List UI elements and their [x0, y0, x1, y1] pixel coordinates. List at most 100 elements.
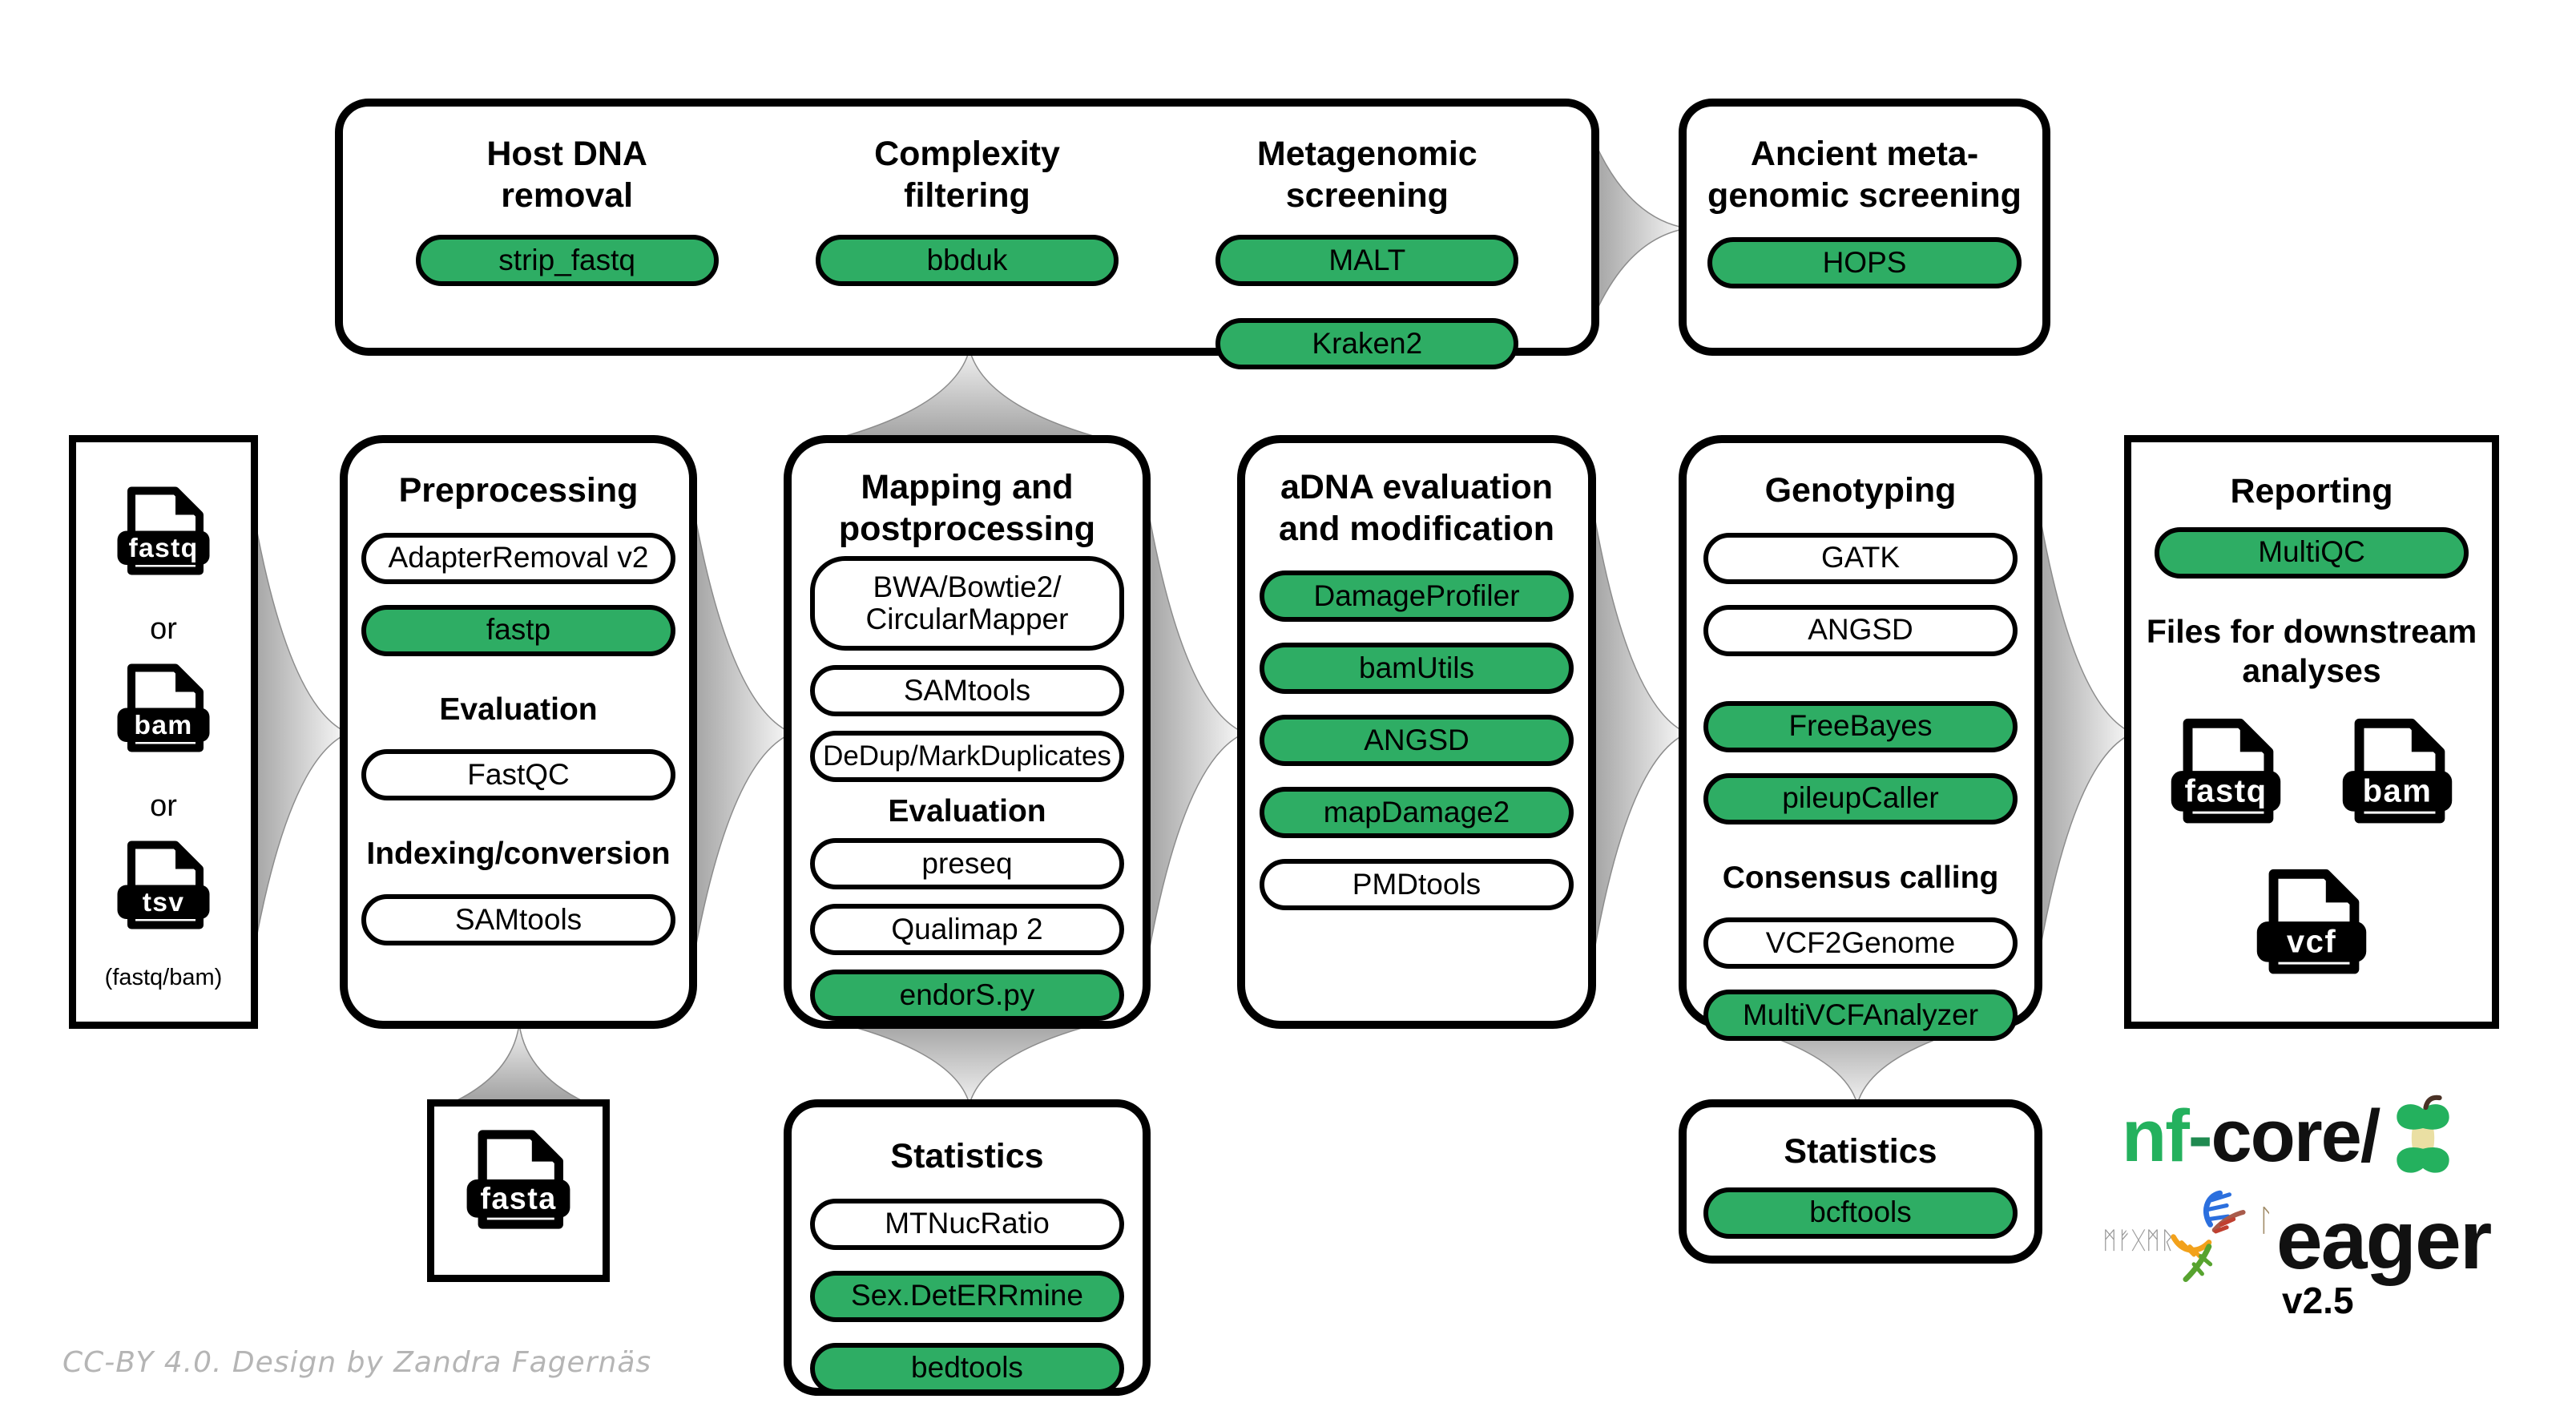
downstream-files-row: fastq bam: [2155, 712, 2469, 854]
input-caption: (fastq/bam): [104, 965, 223, 990]
flow-arrow-preprocessing-to-mapping: [685, 457, 792, 1010]
flow-arrow-mapping-to-statistics: [809, 1016, 1130, 1104]
title-line: Metagenomic: [1256, 135, 1477, 173]
title-line: aDNA evaluation: [1280, 468, 1554, 506]
section-heading-consensus-calling: Consensus calling: [1722, 860, 1999, 895]
vcf-file-icon: vcf: [2256, 869, 2367, 974]
tool-bwa-bowtie2-circularmapper: BWA/Bowtie2/ CircularMapper: [810, 556, 1124, 651]
bam-file-icon: bam: [117, 663, 210, 752]
flow-arrow-mapping-to-adna: [1139, 457, 1245, 1010]
or-label: or: [150, 789, 177, 823]
tool-samtools-mapping: SAMtools: [810, 665, 1124, 717]
host-dna-removal-title: Host DNA removal: [486, 134, 647, 224]
tool-pileupcaller: pileupCaller: [1703, 772, 2018, 824]
license-credit-text: CC-BY 4.0. Design by Zandra Fagernäs: [62, 1346, 652, 1379]
file-format-label: fastq: [129, 533, 199, 563]
tool-multiqc: MultiQC: [2155, 526, 2469, 579]
logo-version: v2.5: [2282, 1280, 2354, 1321]
or-label: or: [150, 612, 177, 646]
statistics-title: Statistics: [890, 1137, 1044, 1175]
tool-gatk: GATK: [1703, 532, 2018, 584]
genotyping-statistics-box: Statistics bcftools: [1679, 1099, 2042, 1264]
downstream-files-heading: Files for downstream analyses: [2147, 612, 2477, 691]
file-format-label: bam: [134, 710, 192, 740]
flow-arrow-input-to-preprocessing: [244, 457, 349, 1010]
title-line: Files for downstream: [2146, 612, 2477, 650]
title-line: genomic screening: [1707, 175, 2022, 215]
mapping-statistics-box: Statistics MTNucRatio Sex.DetERRmine bed…: [784, 1099, 1151, 1396]
tool-mapdamage2: mapDamage2: [1260, 787, 1574, 839]
section-heading-indexing-conversion: Indexing/conversion: [366, 837, 671, 872]
file-format-label: bam: [2363, 774, 2433, 809]
flow-arrow-screening-to-ancient: [1586, 122, 1687, 335]
ancient-screening-title: Ancient meta- genomic screening: [1707, 134, 2022, 216]
complexity-filtering-title: Complexity filtering: [874, 134, 1060, 224]
apple-core-icon: [2397, 1095, 2450, 1173]
genotyping-title: Genotyping: [1764, 471, 1957, 510]
file-format-label: fasta: [480, 1182, 556, 1216]
tool-kraken2: Kraken2: [1215, 318, 1519, 369]
section-heading-evaluation: Evaluation: [888, 794, 1046, 829]
pill-line: CircularMapper: [865, 603, 1069, 636]
title-line: Ancient meta-: [1750, 135, 1979, 173]
section-heading-evaluation: Evaluation: [439, 691, 598, 727]
statistics-title: Statistics: [1784, 1132, 1937, 1171]
screening-box: Host DNA removal strip_fastq Complexity …: [335, 99, 1599, 369]
flow-arrow-fasta-to-preprocessing: [445, 1024, 593, 1106]
title-line: Complexity: [874, 135, 1060, 173]
ancient-screening-box: Ancient meta- genomic screening HOPS: [1679, 99, 2050, 356]
tool-sex-deterrmine: Sex.DetERRmine: [810, 1270, 1124, 1322]
nf-core-eager-logo: nf-core/ ᛗᚠᚷᛗᚱ: [2099, 1095, 2564, 1361]
tool-damageprofiler: DamageProfiler: [1260, 570, 1574, 623]
logo-name-line: ᛗᚠᚷᛗᚱ ᛚ eager: [2102, 1186, 2492, 1295]
adna-box: aDNA evaluation and modification DamageP…: [1237, 435, 1596, 1029]
flow-arrow-mapping-to-screening: [809, 349, 1130, 445]
title-line: Mapping and: [861, 468, 1074, 506]
tool-freebayes: FreeBayes: [1703, 700, 2018, 752]
logo-core-text: core/: [2211, 1095, 2380, 1177]
title-line: and modification: [1279, 509, 1554, 548]
logo-rune-l: ᛚ: [2256, 1203, 2275, 1238]
flow-arrow-genotyping-to-reporting: [2030, 457, 2133, 1010]
title-line: filtering: [904, 175, 1030, 215]
reporting-box: Reporting MultiQC Files for downstream a…: [2124, 435, 2499, 1029]
tool-samtools: SAMtools: [361, 894, 675, 946]
tool-endors-py: endorS.py: [810, 970, 1124, 1021]
title-line: removal: [501, 175, 634, 215]
metagenomic-screening-title: Metagenomic screening: [1257, 134, 1477, 224]
file-format-label: fastq: [2184, 774, 2267, 809]
mapping-box: Mapping and postprocessing BWA/Bowtie2/ …: [784, 435, 1151, 1029]
tool-qualimap-2: Qualimap 2: [810, 904, 1124, 955]
tool-bedtools: bedtools: [810, 1342, 1124, 1394]
title-line: postprocessing: [838, 509, 1096, 548]
tool-preseq: preseq: [810, 838, 1124, 889]
input-files-box: fastq or bam or tsv (fastq/bam): [69, 435, 258, 1029]
tool-angsd-genotyping: ANGSD: [1703, 604, 2018, 656]
tool-bamutils: bamUtils: [1260, 643, 1574, 695]
tool-pmdtools: PMDtools: [1260, 859, 1574, 911]
tool-bbduk: bbduk: [815, 235, 1119, 286]
flow-arrow-adna-to-genotyping: [1585, 457, 1687, 1010]
bam-file-icon: bam: [2342, 718, 2453, 824]
genotyping-box: Genotyping GATK ANGSD FreeBayes pileupCa…: [1679, 435, 2042, 1042]
tool-angsd-adna: ANGSD: [1260, 715, 1574, 767]
dna-helix-icon: [2171, 1190, 2246, 1283]
pill-line: BWA/Bowtie2/: [873, 570, 1062, 603]
preprocessing-title: Preprocessing: [398, 471, 639, 510]
tool-adapterremoval-v2: AdapterRemoval v2: [361, 532, 675, 584]
fastq-file-icon: fastq: [117, 486, 210, 575]
adna-title: aDNA evaluation and modification: [1279, 467, 1554, 550]
tool-malt: MALT: [1215, 235, 1519, 286]
tool-vcf2genome: VCF2Genome: [1703, 917, 2018, 970]
file-format-label: tsv: [143, 887, 185, 917]
tool-mtnucratio: MTNucRatio: [810, 1198, 1124, 1250]
mapping-title: Mapping and postprocessing: [839, 467, 1095, 550]
tsv-file-icon: tsv: [117, 841, 210, 929]
title-line: analyses: [2242, 651, 2381, 689]
metagenomic-screening-column: Metagenomic screening MALT Kraken2: [1169, 134, 1565, 369]
tool-dedup-markduplicates: DeDup/MarkDuplicates: [810, 731, 1124, 783]
host-dna-removal-column: Host DNA removal strip_fastq: [369, 134, 765, 286]
tool-fastp: fastp: [361, 604, 675, 656]
title-line: screening: [1285, 175, 1449, 215]
